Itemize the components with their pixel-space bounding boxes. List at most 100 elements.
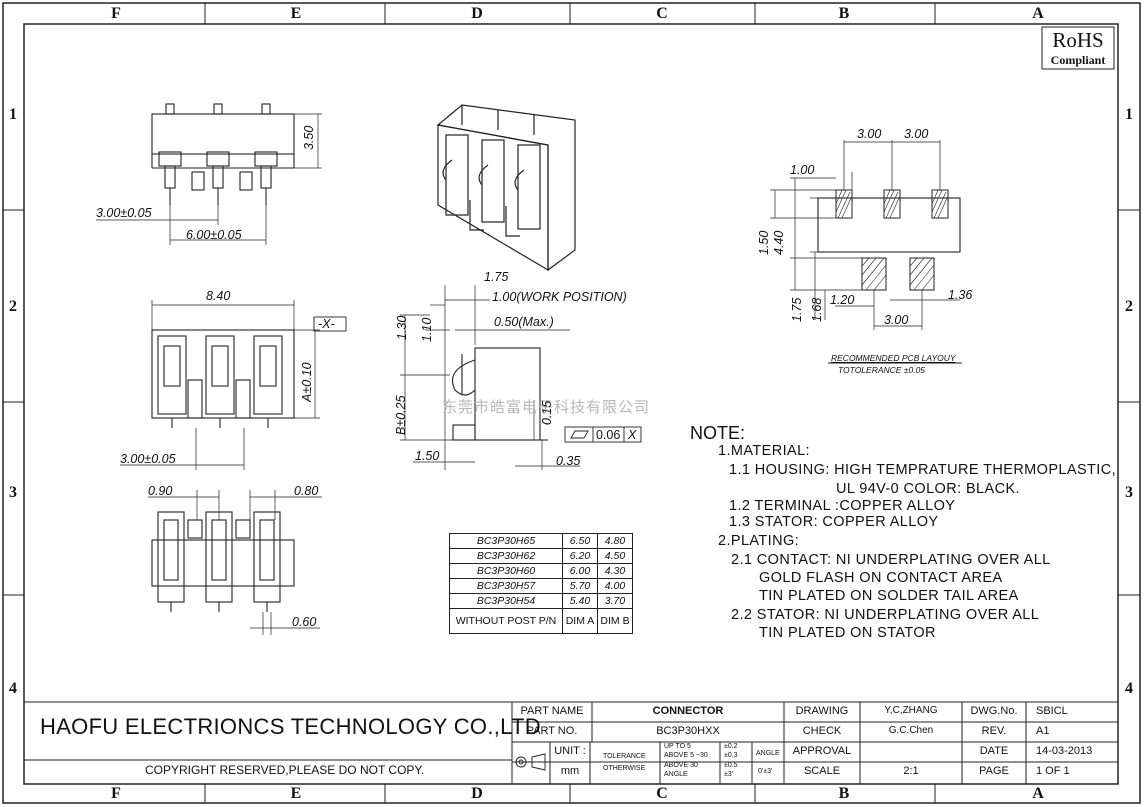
zone-col-d-bottom: D <box>471 785 483 802</box>
tol-range: ANGLE <box>664 771 688 778</box>
table-cell-a: 6.50 <box>562 533 598 549</box>
dim-front-pitch: 3.00±0.05 <box>120 452 176 466</box>
flatness-value: 0.06 <box>596 428 621 442</box>
dim-pcb-440: 4.40 <box>772 230 786 255</box>
dim-pcb-300a: 3.00 <box>857 127 882 141</box>
dim-pcb-168: 1.68 <box>810 297 824 322</box>
zone-row-3-left: 3 <box>9 484 17 501</box>
angle-value: 0'±3' <box>758 768 773 775</box>
table-cell-pn: BC3P30H54 <box>449 593 563 609</box>
tol-value: ±0.3 <box>724 752 738 759</box>
tol-range: UP TO 5 <box>664 743 691 750</box>
tolerance-label: TOLERANCE <box>603 753 646 760</box>
dim-bottom-right: 0.80 <box>294 484 319 498</box>
page-label: PAGE <box>979 765 1009 777</box>
zone-row-4-left: 4 <box>9 680 17 697</box>
table-footer-a: DIM A <box>562 608 598 634</box>
drawing-value: Y,C,ZHANG <box>884 705 938 716</box>
dim-side-015: 0.15 <box>540 400 554 425</box>
zone-col-a-top: A <box>1032 5 1044 22</box>
dim-top-height: 3.50 <box>302 125 316 150</box>
tol-value: ±3' <box>724 771 734 778</box>
zone-col-c-bottom: C <box>656 785 668 802</box>
table-cell-b: 4.50 <box>597 548 633 564</box>
dim-side-110: 1.10 <box>420 317 434 342</box>
dim-top-pitch-double: 6.00±0.05 <box>186 228 242 242</box>
note-line: 1.1 HOUSING: HIGH TEMPRATURE THERMOPLAST… <box>729 462 1117 478</box>
pcb-layout-tolerance: TOTOLERANCE ±0.05 <box>838 365 926 375</box>
scale-value: 2:1 <box>903 765 919 777</box>
tol-value: ±0.5 <box>724 762 738 769</box>
dim-pcb-300b: 3.00 <box>904 127 929 141</box>
zone-row-2-left: 2 <box>9 298 17 315</box>
part-no-value: BC3P30HXX <box>656 725 720 737</box>
table-cell-b: 4.30 <box>597 563 633 579</box>
unit-value: mm <box>560 765 580 777</box>
table-cell-pn: BC3P30H65 <box>449 533 563 549</box>
dim-side-175: 1.75 <box>484 270 509 284</box>
table-cell-pn: BC3P30H62 <box>449 548 563 564</box>
dim-bottom-left: 0.90 <box>148 484 173 498</box>
dim-pcb-100: 1.00 <box>790 163 815 177</box>
dwg-no-label: DWG.No. <box>970 705 1018 717</box>
drawing-label: DRAWING <box>795 705 849 717</box>
dim-pcb-136: 1.36 <box>948 288 973 302</box>
date-label: DATE <box>979 745 1009 757</box>
rohs-title: RoHS <box>1052 28 1104 52</box>
note-line: TIN PLATED ON STATOR <box>759 625 936 641</box>
zone-col-b-bottom: B <box>838 785 850 802</box>
approval-label: APPROVAL <box>792 745 852 757</box>
dim-bottom-post: 0.60 <box>292 615 317 629</box>
note-line: 2.1 CONTACT: NI UNDERPLATING OVER ALL <box>731 552 1051 568</box>
otherwise-label: OTHERWISE <box>603 765 646 772</box>
check-label: CHECK <box>802 725 842 737</box>
dwg-no-value: SBICL <box>1036 705 1068 717</box>
zone-col-b-top: B <box>838 5 850 22</box>
table-cell-a: 5.40 <box>562 593 598 609</box>
note-line: 2.2 STATOR: NI UNDERPLATING OVER ALL <box>731 607 1040 623</box>
note-line: GOLD FLASH ON CONTACT AREA <box>759 570 1003 586</box>
tol-range: ABOVE 30 <box>664 762 698 769</box>
zone-row-1-right: 1 <box>1125 106 1133 123</box>
dim-front-height: A±0.10 <box>300 362 314 402</box>
zone-col-f-bottom: F <box>111 785 121 802</box>
table-cell-pn: BC3P30H60 <box>449 563 563 579</box>
dim-side-035: 0.35 <box>556 454 581 468</box>
dim-front-datum: -X- <box>318 317 335 331</box>
company-name: HAOFU ELECTRIONCS TECHNOLOGY CO.,LTD <box>40 714 541 739</box>
rohs-subtitle: Compliant <box>1050 53 1106 67</box>
zone-col-c-top: C <box>656 5 668 22</box>
zone-row-4-right: 4 <box>1125 680 1133 697</box>
dim-top-pitch-single: 3.00±0.05 <box>96 206 152 220</box>
note-line: 2.PLATING: <box>718 533 800 549</box>
zone-row-1-left: 1 <box>9 106 17 123</box>
flatness-datum: X <box>628 428 637 442</box>
note-line: TIN PLATED ON SOLDER TAIL AREA <box>759 588 1019 604</box>
pcb-layout-title: RECOMMENDED PCB LAYOUY <box>831 353 956 363</box>
dim-side-b: B±0.25 <box>394 395 408 435</box>
unit-label: UNIT : <box>554 745 586 757</box>
note-line: UL 94V-0 COLOR: BLACK. <box>836 481 1020 497</box>
dim-pcb-120: 1.20 <box>830 293 855 307</box>
note-line: 1.3 STATOR: COPPER ALLOY <box>729 514 939 530</box>
rev-value: A1 <box>1036 725 1050 737</box>
part-name-value: CONNECTOR <box>652 705 724 717</box>
zone-col-d-top: D <box>471 5 483 22</box>
table-cell-a: 5.70 <box>562 578 598 594</box>
tol-value: ±0.2 <box>724 743 738 750</box>
zone-col-e-top: E <box>290 5 302 22</box>
date-value: 14-03-2013 <box>1036 745 1093 757</box>
zone-row-3-right: 3 <box>1125 484 1133 501</box>
zone-col-a-bottom: A <box>1032 785 1044 802</box>
zone-row-2-right: 2 <box>1125 298 1133 315</box>
rev-label: REV. <box>981 725 1007 737</box>
table-cell-b: 4.00 <box>597 578 633 594</box>
